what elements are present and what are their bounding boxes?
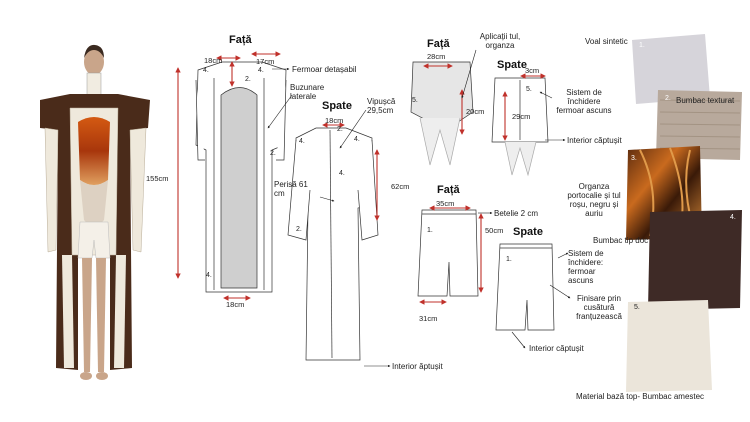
dim-17cm: 17cm	[256, 57, 275, 66]
label-interior-captusit-shorts: Interior căptușit	[529, 344, 584, 353]
swatch-label-organza: Organza portocalie și tul roșu, negru și…	[567, 182, 621, 218]
dim-35cm: 35cm	[436, 199, 455, 208]
label-vipusca: Vipușcă 29,5cm	[367, 97, 396, 115]
dim-18cm-top: 18cm	[204, 56, 223, 65]
dim-29cm: 29cm	[512, 112, 531, 121]
swatch-bumbac-doc	[648, 210, 742, 310]
dress-front-sketch	[195, 61, 287, 293]
top-back-sketch	[491, 77, 549, 177]
label-sistem-inchidere-shorts: Sistem de închidere: fermoar ascuns	[568, 249, 604, 285]
dimension-lines	[175, 51, 546, 305]
swatch-number: 5.	[634, 304, 640, 311]
swatch-number: 2.	[665, 95, 671, 102]
piece-number: 4.	[203, 67, 209, 74]
swatch-number: 1.	[639, 42, 645, 49]
piece-number: 2.	[270, 150, 276, 157]
dim-28cm: 28cm	[427, 52, 446, 61]
swatch-label-bumbac-amestec: Material bază top- Bumbac amestec	[576, 392, 705, 401]
swatch-label-bumbac-texturat: Bumbac texturat	[676, 96, 735, 105]
piece-number: 5.	[526, 86, 532, 93]
model-illustration	[40, 44, 150, 380]
shorts-back-sketch	[495, 243, 555, 331]
swatch-bumbac-texturat	[656, 90, 742, 160]
swatch-bumbac-amestec	[626, 300, 712, 392]
piece-number: 1.	[506, 256, 512, 263]
dress-back-sketch	[287, 127, 379, 361]
label-finisare: Finisare prin cusătură franțuzească	[576, 294, 622, 321]
dim-3cm: 3cm	[525, 66, 540, 75]
dress-front-title: Față	[229, 34, 252, 46]
label-interior-captusit-top: Interior căptușit	[567, 136, 622, 145]
piece-number: 1.	[427, 227, 433, 234]
label-perisa: Perisă 61 cm	[274, 180, 308, 198]
dim-50cm: 50cm	[485, 226, 504, 235]
top-front-title: Față	[427, 38, 450, 50]
shorts-back-title: Spate	[513, 226, 543, 238]
piece-number: 4.	[206, 272, 212, 279]
swatch-label-voal: Voal sintetic	[585, 37, 628, 46]
dim-155cm: 155cm	[146, 174, 169, 183]
dim-62cm: 62cm	[391, 182, 410, 191]
top-front-sketch	[410, 61, 474, 166]
dim-31cm: 31cm	[419, 314, 438, 323]
dress-back-title: Spate	[322, 100, 352, 112]
dim-20cm: 20cm	[466, 107, 485, 116]
label-betelie: Betelie 2 cm	[494, 209, 539, 218]
swatch-label-bumbac-doc: Bumbac tip doc	[593, 236, 649, 245]
piece-number: 2.	[337, 126, 343, 133]
label-buzunare: Buzunare laterale	[290, 83, 325, 101]
dim-18cm-back: 18cm	[325, 116, 344, 125]
label-aplicatii: Aplicații tul, organza	[479, 32, 521, 50]
piece-number: 4.	[354, 136, 360, 143]
leader-lines	[267, 49, 571, 368]
piece-number: 5.	[412, 97, 418, 104]
shorts-front-sketch	[417, 209, 479, 297]
piece-number: 2.	[245, 76, 251, 83]
piece-number: 4.	[339, 170, 345, 177]
piece-number: 4.	[299, 138, 305, 145]
label-fermoar-detasabil: Fermoar detașabil	[292, 65, 357, 74]
piece-number: 2.	[296, 226, 302, 233]
swatch-number: 4.	[730, 214, 736, 221]
dim-18cm-bottom: 18cm	[226, 300, 245, 309]
label-sistem-inchidere-top: Sistem de închidere fermoar ascuns	[556, 88, 612, 115]
top-back-title: Spate	[497, 59, 527, 71]
piece-number: 4.	[258, 67, 264, 74]
swatch-voal	[632, 34, 710, 104]
shorts-front-title: Față	[437, 184, 460, 196]
label-interior-aptusit: Interior ăptușit	[392, 362, 443, 371]
swatch-number: 3.	[631, 155, 637, 162]
